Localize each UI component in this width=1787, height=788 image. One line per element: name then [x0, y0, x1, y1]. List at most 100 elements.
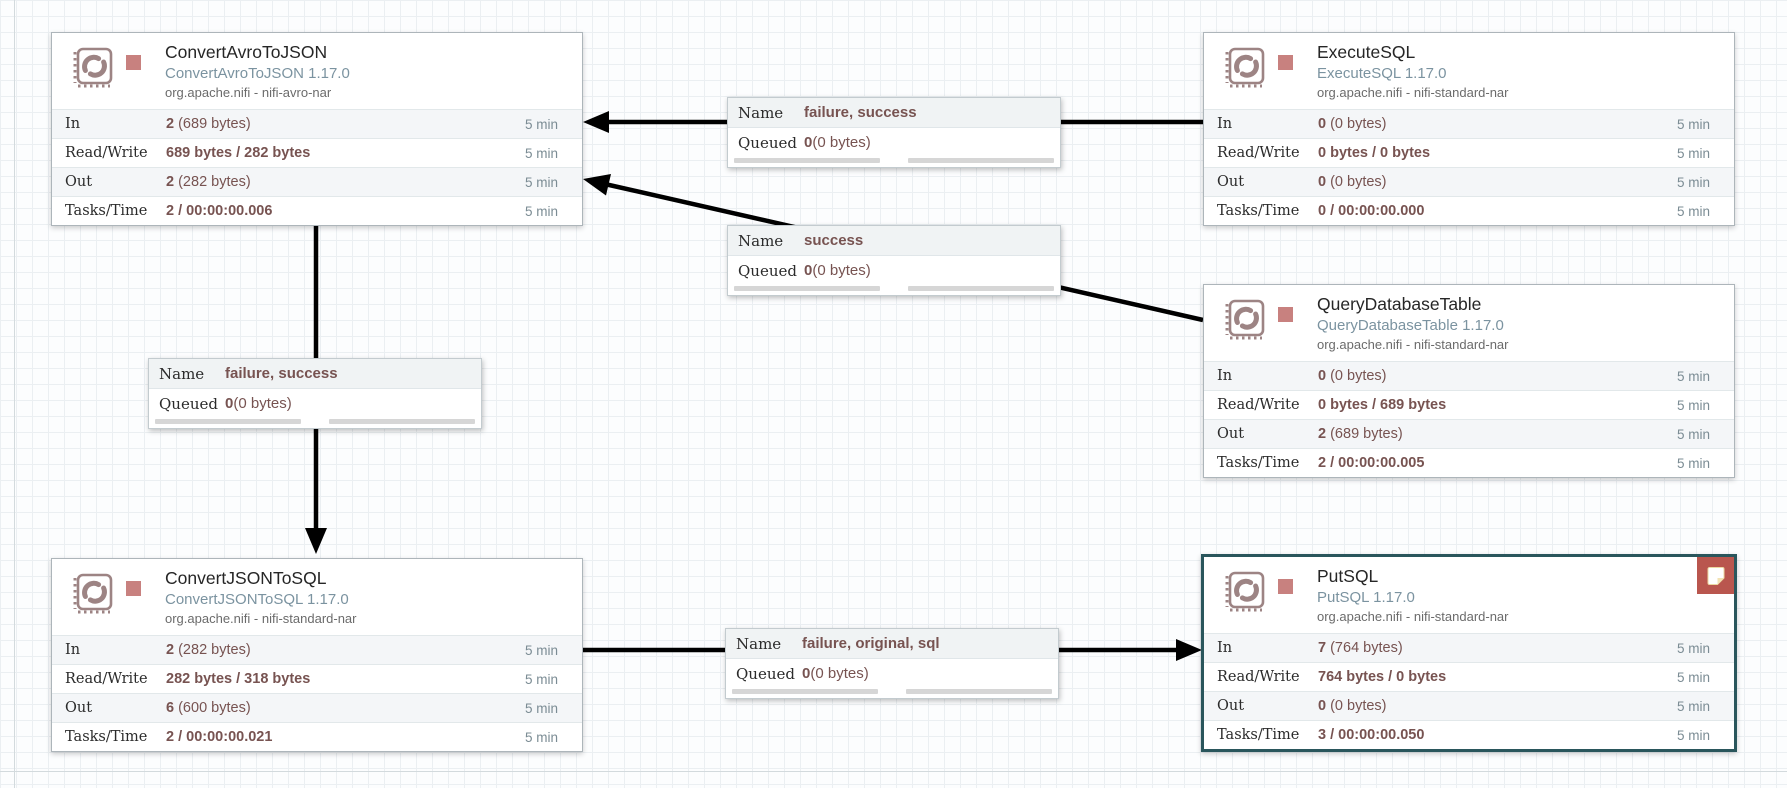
processor-titles: PutSQL PutSQL 1.17.0 org.apache.nifi - n…: [1317, 557, 1734, 625]
run-state-stopped-square: [126, 55, 141, 70]
connection-queued-row: Queued 0 (0 bytes): [728, 128, 1060, 157]
stat-row: Out 2 (282 bytes) 5 min: [52, 167, 582, 196]
stat-time-window: 5 min: [524, 671, 558, 687]
stat-label: Tasks/Time: [1217, 727, 1300, 743]
processor-titles: ConvertJSONToSQL ConvertJSONToSQL 1.17.0…: [165, 559, 582, 627]
processor-header: ExecuteSQL ExecuteSQL 1.17.0 org.apache.…: [1204, 33, 1734, 109]
connection-label-convertjsontosql-to-putsql[interactable]: Name failure, original, sql Queued 0 (0 …: [725, 628, 1059, 699]
processor-titles: ExecuteSQL ExecuteSQL 1.17.0 org.apache.…: [1317, 33, 1734, 101]
backpressure-size-bar: [329, 419, 475, 424]
processor-stamp-icon: [1225, 47, 1265, 88]
stat-value: 3 / 00:00:00.050: [1318, 727, 1425, 743]
stat-row: Tasks/Time 0 / 00:00:00.000 5 min: [1204, 196, 1734, 225]
processor-query-database-table[interactable]: QueryDatabaseTable QueryDatabaseTable 1.…: [1203, 284, 1735, 478]
refresh-arc-icon: [87, 59, 107, 78]
processor-put-sql[interactable]: PutSQL PutSQL 1.17.0 org.apache.nifi - n…: [1201, 554, 1737, 752]
backpressure-size-bar: [908, 286, 1054, 291]
connection-queued-key: Queued: [736, 664, 795, 683]
stat-row: Read/Write 0 bytes / 689 bytes 5 min: [1204, 390, 1734, 419]
backpressure-size-bar: [908, 158, 1054, 163]
stat-value: 282 bytes / 318 bytes: [166, 671, 311, 687]
connection-name-row: Name failure, success: [728, 98, 1060, 128]
connection-name-key: Name: [738, 231, 784, 250]
connection-queued-key: Queued: [738, 261, 797, 280]
refresh-arc-icon: [1234, 578, 1254, 597]
processor-type-version: ExecuteSQL 1.17.0: [1317, 65, 1447, 82]
processor-titles: QueryDatabaseTable QueryDatabaseTable 1.…: [1317, 285, 1734, 353]
connection-queued-key: Queued: [159, 394, 218, 413]
connection-name-row: Name failure, success: [149, 359, 481, 389]
stat-label: In: [65, 642, 81, 658]
stat-label: Tasks/Time: [1217, 455, 1300, 471]
canvas-origin-horizontal: [0, 771, 1787, 772]
stat-time-window: 5 min: [524, 729, 558, 745]
processor-stats: In 0 (0 bytes) 5 min Read/Write 0 bytes …: [1204, 109, 1734, 225]
connection-name-key: Name: [159, 364, 205, 383]
connection-name-value: failure, success: [804, 104, 917, 121]
stat-label: In: [1217, 116, 1233, 132]
backpressure-object-bar: [734, 158, 880, 163]
processor-convert-json-to-sql[interactable]: ConvertJSONToSQL ConvertJSONToSQL 1.17.0…: [51, 558, 583, 752]
processor-name: ConvertAvroToJSON: [165, 42, 328, 62]
processor-convert-avro-to-json[interactable]: ConvertAvroToJSON ConvertAvroToJSON 1.17…: [51, 32, 583, 226]
stat-row: Read/Write 689 bytes / 282 bytes 5 min: [52, 138, 582, 167]
processor-stats: In 2 (282 bytes) 5 min Read/Write 282 by…: [52, 635, 582, 751]
stat-label: In: [1217, 640, 1233, 656]
refresh-arc-icon: [1234, 306, 1254, 325]
stat-row: Read/Write 282 bytes / 318 bytes 5 min: [52, 664, 582, 693]
processor-name: QueryDatabaseTable: [1317, 294, 1482, 314]
connection-name-value: success: [804, 232, 864, 249]
connection-queued-size: (0 bytes): [810, 665, 869, 682]
processor-execute-sql[interactable]: ExecuteSQL ExecuteSQL 1.17.0 org.apache.…: [1203, 32, 1735, 226]
processor-type-version: PutSQL 1.17.0: [1317, 589, 1415, 606]
connection-label-querydatabasetable-to-convertavrotojson[interactable]: Name success Queued 0 (0 bytes): [727, 225, 1061, 296]
stat-time-window: 5 min: [524, 116, 558, 132]
stat-value: 0 bytes / 0 bytes: [1318, 145, 1431, 161]
stat-time-window: 5 min: [1676, 698, 1710, 714]
connection-queued-count: 0: [804, 262, 813, 279]
stat-time-window: 5 min: [1676, 640, 1710, 656]
stat-label: Out: [1217, 426, 1245, 442]
run-state-stopped-square: [1278, 579, 1293, 594]
stat-label: Tasks/Time: [65, 203, 148, 219]
stat-label: Out: [65, 700, 93, 716]
processor-type-version: QueryDatabaseTable 1.17.0: [1317, 317, 1504, 334]
processor-bundle: org.apache.nifi - nifi-standard-nar: [1317, 609, 1509, 624]
stat-label: In: [65, 116, 81, 132]
connection-name-row: Name failure, original, sql: [726, 629, 1058, 659]
refresh-arc-icon: [1239, 59, 1259, 78]
stat-label: Read/Write: [1217, 145, 1300, 161]
backpressure-bars: [728, 157, 1060, 167]
bulletin-badge[interactable]: [1697, 557, 1734, 594]
refresh-arc-icon: [1234, 54, 1254, 73]
stat-value: 2 / 00:00:00.005: [1318, 455, 1425, 471]
connection-label-convertavrotojson-to-convertjsontosql[interactable]: Name failure, success Queued 0 (0 bytes): [148, 358, 482, 429]
stat-value: 2 / 00:00:00.006: [166, 203, 273, 219]
connection-queued-size: (0 bytes): [233, 395, 292, 412]
stat-value: 764 bytes / 0 bytes: [1318, 669, 1447, 685]
stat-row: Tasks/Time 3 / 00:00:00.050 5 min: [1204, 720, 1734, 749]
backpressure-object-bar: [732, 689, 878, 694]
processor-bundle: org.apache.nifi - nifi-standard-nar: [165, 611, 357, 626]
processor-header: ConvertJSONToSQL ConvertJSONToSQL 1.17.0…: [52, 559, 582, 635]
stat-time-window: 5 min: [1676, 426, 1710, 442]
connection-queued-row: Queued 0 (0 bytes): [149, 389, 481, 418]
connection-label-executesql-to-convertavrotojson[interactable]: Name failure, success Queued 0 (0 bytes): [727, 97, 1061, 168]
refresh-arc-icon: [1239, 311, 1259, 330]
stat-value: 2 (689 bytes): [1318, 426, 1403, 442]
stat-time-window: 5 min: [1676, 368, 1710, 384]
backpressure-bars: [149, 418, 481, 428]
processor-stamp-icon: [1225, 299, 1265, 340]
stat-label: Out: [65, 174, 93, 190]
stat-row: Read/Write 0 bytes / 0 bytes 5 min: [1204, 138, 1734, 167]
run-state-stopped-square: [126, 581, 141, 596]
stat-label: Out: [1217, 698, 1245, 714]
stat-value: 0 (0 bytes): [1318, 698, 1387, 714]
refresh-arc-icon: [82, 54, 102, 73]
connection-queued-count: 0: [225, 395, 234, 412]
processor-type-version: ConvertAvroToJSON 1.17.0: [165, 65, 350, 82]
run-state-stopped-square: [1278, 55, 1293, 70]
processor-stamp-icon: [1225, 571, 1265, 612]
stat-row: In 2 (689 bytes) 5 min: [52, 109, 582, 138]
